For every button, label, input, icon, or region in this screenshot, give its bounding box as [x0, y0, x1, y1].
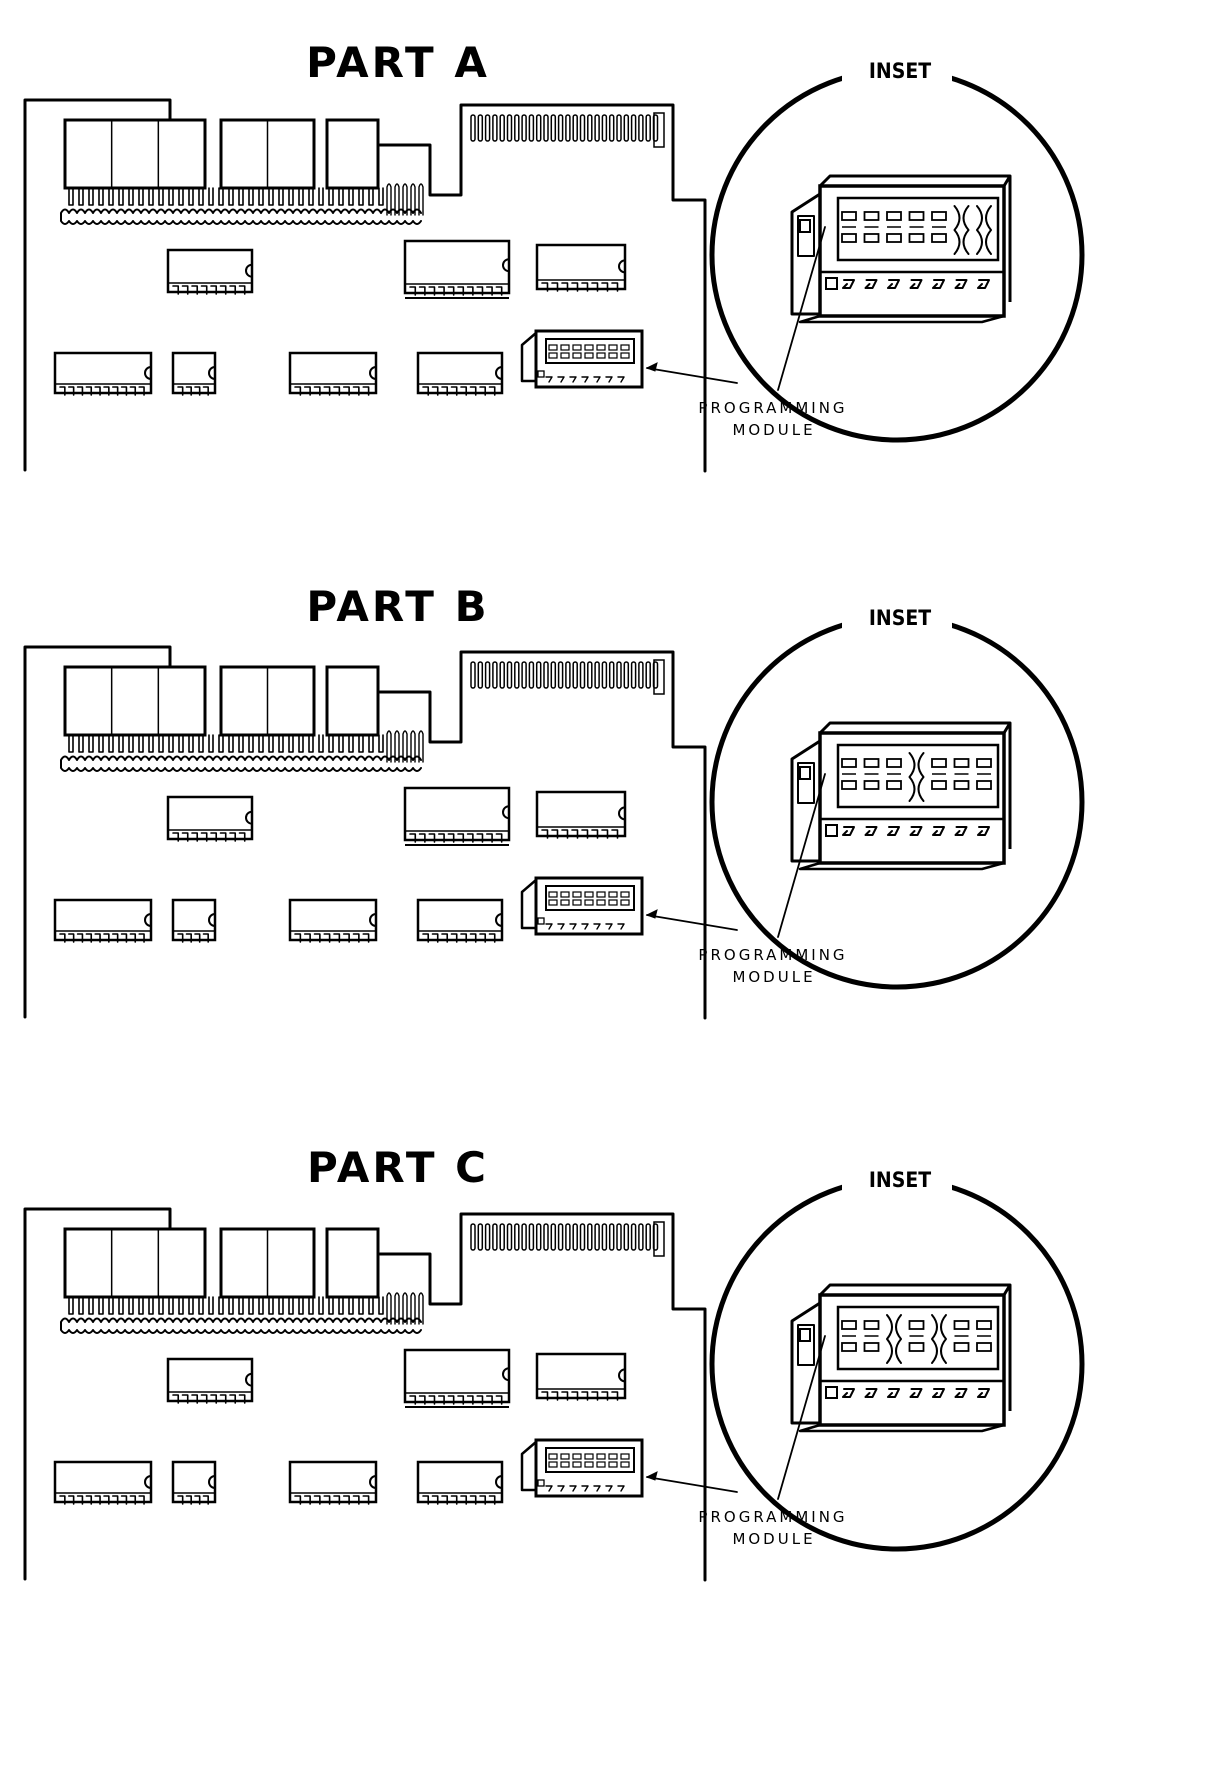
arrow-head	[645, 1471, 658, 1481]
relay-block	[60, 665, 424, 772]
edge-connector	[470, 112, 665, 148]
panel-title: PART A	[306, 38, 490, 87]
jumper-open	[908, 752, 925, 802]
callout-label-line2: MODULE	[732, 1530, 815, 1548]
relay-module	[63, 1227, 207, 1299]
jumper-closed	[908, 211, 925, 243]
jumper-closed	[976, 1320, 992, 1352]
inset-module	[790, 1283, 1012, 1433]
relay-module	[219, 1227, 316, 1299]
ic-chip	[166, 1357, 254, 1404]
ic-chip	[171, 351, 217, 396]
circuit-board-outline	[23, 1207, 707, 1582]
inset-module	[790, 174, 1012, 324]
relay-module	[325, 1227, 380, 1299]
ic-chip	[416, 898, 504, 943]
ic-chip	[416, 351, 504, 396]
panel-a: PART A INSET PROGRAMMING MODULE	[23, 38, 1085, 473]
arrow-head	[645, 909, 658, 919]
callout-label-line1: PROGRAMMING	[698, 399, 847, 417]
programming-module	[520, 876, 644, 936]
programming-module	[520, 1438, 644, 1498]
programming-module	[520, 329, 644, 389]
ic-chip	[403, 786, 511, 843]
relay-module	[219, 665, 316, 737]
jumper-closed	[841, 1320, 857, 1352]
callout-arrow	[646, 1476, 738, 1493]
jumper-open	[886, 1314, 902, 1364]
jumper-closed	[886, 211, 902, 243]
ic-chip	[166, 248, 254, 295]
ic-chip	[416, 1460, 504, 1505]
edge-connector	[470, 659, 665, 695]
ic-chip	[53, 351, 153, 396]
ic-chip	[288, 1460, 378, 1505]
jumper-closed	[841, 211, 857, 243]
ic-chip	[53, 1460, 153, 1505]
panel-title: PART C	[307, 1143, 489, 1192]
ic-chip	[535, 243, 627, 292]
jumper-open	[931, 1314, 947, 1364]
inset-label: INSET	[869, 1168, 931, 1192]
relay-block	[60, 118, 424, 225]
callout-line	[777, 773, 826, 938]
relay-module	[325, 665, 380, 737]
inset-label: INSET	[869, 59, 931, 83]
ic-chip	[535, 790, 627, 839]
jumper-closed	[863, 1320, 880, 1352]
circuit-board-outline	[23, 98, 707, 473]
ic-chip	[403, 239, 511, 296]
ic-chip	[171, 898, 217, 943]
jumper-closed	[841, 758, 857, 790]
jumper-closed	[908, 1320, 925, 1352]
edge-connector	[470, 1221, 665, 1257]
jumper-closed	[931, 758, 947, 790]
inset-label: INSET	[869, 606, 931, 630]
callout-label-line2: MODULE	[732, 968, 815, 986]
jumper-closed	[953, 758, 970, 790]
jumper-closed	[863, 758, 880, 790]
ic-chip	[171, 1460, 217, 1505]
jumper-closed	[863, 211, 880, 243]
ic-chip	[288, 351, 378, 396]
jumper-closed	[886, 758, 902, 790]
relay-block	[60, 1227, 424, 1334]
callout-arrow	[646, 914, 738, 931]
jumper-open	[953, 205, 970, 255]
panel-c: PART C INSET PROGRAMMING MODULE	[23, 1143, 1085, 1582]
ic-chip	[535, 1352, 627, 1401]
jumper-closed	[953, 1320, 970, 1352]
jumper-closed	[931, 211, 947, 243]
ic-chip	[288, 898, 378, 943]
callout-line	[777, 226, 826, 391]
circuit-board-outline	[23, 645, 707, 1020]
relay-module	[63, 118, 207, 190]
callout-label-line1: PROGRAMMING	[698, 1508, 847, 1526]
jumper-open	[976, 205, 992, 255]
arrow-head	[645, 362, 658, 372]
ic-chip	[53, 898, 153, 943]
jumper-closed	[976, 758, 992, 790]
relay-module	[219, 118, 316, 190]
callout-label-line2: MODULE	[732, 421, 815, 439]
ic-chip	[166, 795, 254, 842]
panel-b: PART B INSET PROGRAMMING MODULE	[23, 582, 1085, 1020]
callout-label-line1: PROGRAMMING	[698, 946, 847, 964]
relay-module	[325, 118, 380, 190]
inset-module	[790, 721, 1012, 871]
callout-arrow	[646, 367, 738, 384]
panel-title: PART B	[306, 582, 489, 631]
ic-chip	[403, 1348, 511, 1405]
relay-module	[63, 665, 207, 737]
callout-line	[777, 1335, 826, 1500]
